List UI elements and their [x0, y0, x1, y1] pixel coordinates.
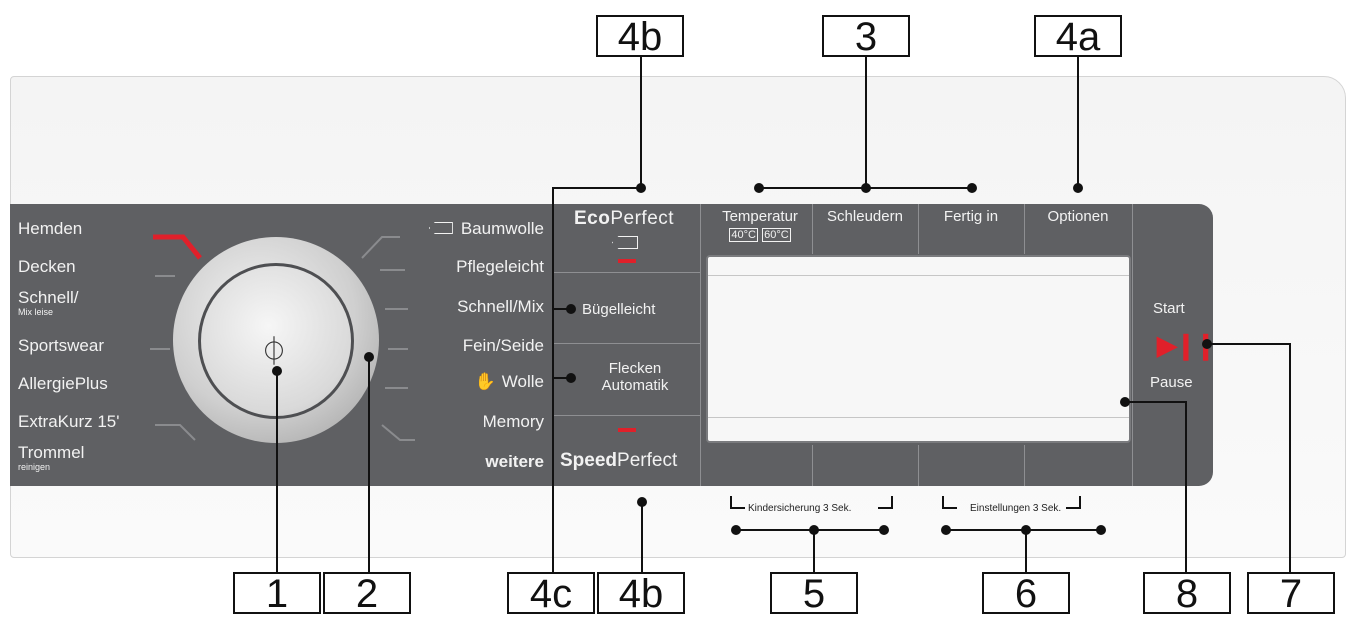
divider	[812, 204, 813, 254]
divider	[812, 445, 813, 486]
display-top-strip	[708, 275, 1129, 276]
schleudern-button[interactable]: Schleudern	[827, 208, 903, 225]
lcd-display	[706, 255, 1131, 443]
program-pflegeleicht[interactable]: Pflegeleicht	[456, 257, 544, 276]
callout-3: 3	[822, 15, 910, 57]
program-baumwolle[interactable]: Baumwolle	[428, 219, 544, 239]
program-wolle[interactable]: ✋Wolle	[474, 372, 544, 391]
callout-8: 8	[1143, 572, 1231, 614]
callout-7: 7	[1247, 572, 1335, 614]
program-hemden[interactable]: Hemden	[18, 219, 83, 238]
program-weitere[interactable]: weitere	[485, 452, 544, 471]
callout-4b-bottom: 4b	[597, 572, 685, 614]
program-schnell-mix-leise[interactable]: Schnell/Mix leise	[18, 288, 79, 317]
power-icon[interactable]: ⏀	[260, 336, 289, 367]
callout-6: 6	[982, 572, 1070, 614]
ecoperfect-button[interactable]: EcoPerfect	[574, 208, 675, 229]
callout-4a: 4a	[1034, 15, 1122, 57]
divider	[1024, 204, 1025, 254]
temp-40-tag: 40°C	[729, 228, 758, 242]
display-bottom-strip	[708, 417, 1129, 418]
start-label: Start	[1153, 300, 1185, 317]
temp-60-tag: 60°C	[762, 228, 791, 242]
divider	[918, 445, 919, 486]
einstellungen-hint: Einstellungen 3 Sek.	[970, 503, 1062, 514]
divider	[553, 343, 700, 344]
dial-ticks	[150, 236, 415, 441]
callout-2: 2	[323, 572, 411, 614]
program-sportswear[interactable]: Sportswear	[18, 336, 104, 355]
speedperfect-indicator	[618, 428, 636, 432]
divider	[1132, 204, 1133, 486]
divider	[553, 415, 700, 416]
ecoperfect-indicator	[618, 259, 636, 263]
program-allergieplus[interactable]: AllergiePlus	[18, 374, 108, 393]
optionen-button[interactable]: Optionen	[1047, 208, 1109, 225]
program-memory[interactable]: Memory	[482, 412, 544, 431]
callout-4c: 4c	[507, 572, 595, 614]
pause-label: Pause	[1150, 374, 1193, 391]
callout-4b-top: 4b	[596, 15, 684, 57]
buegelleicht-button[interactable]: Bügelleicht	[582, 301, 656, 318]
program-decken[interactable]: Decken	[18, 257, 76, 276]
divider	[553, 272, 700, 273]
program-extrakurz[interactable]: ExtraKurz 15'	[18, 412, 120, 431]
speedperfect-button[interactable]: SpeedPerfect	[560, 450, 678, 471]
kindersicherung-hint: Kindersicherung 3 Sek.	[748, 503, 852, 514]
fertig-in-button[interactable]: Fertig in	[943, 208, 999, 225]
wool-hand-icon: ✋	[474, 372, 496, 391]
callout-1: 1	[233, 572, 321, 614]
program-fein-seide[interactable]: Fein/Seide	[462, 336, 544, 355]
divider	[1024, 445, 1025, 486]
divider	[700, 204, 701, 486]
leader-dots	[272, 183, 1212, 535]
divider	[918, 204, 919, 254]
callout-5: 5	[770, 572, 858, 614]
dial-pointer	[153, 234, 202, 260]
eco-tag-icon	[428, 222, 453, 234]
program-schnell-mix[interactable]: Schnell/Mix	[457, 297, 544, 316]
eco-tag-icon	[612, 236, 638, 249]
